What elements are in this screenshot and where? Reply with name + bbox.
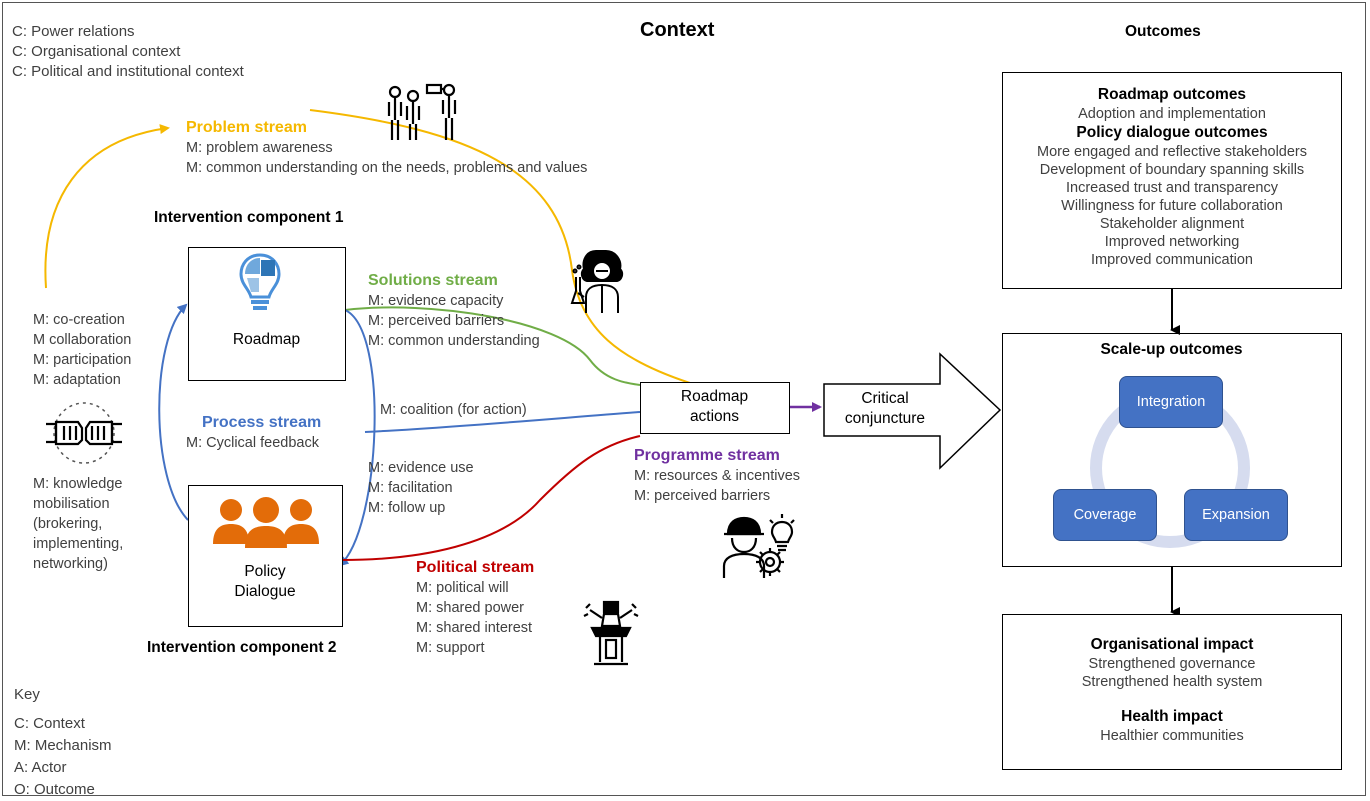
context-item: C: Political and institutional context xyxy=(12,63,244,80)
programme-stream: Programme stream M: resources & incentiv… xyxy=(634,446,800,506)
organisational-impact-item: Strengthened health system xyxy=(1081,674,1263,690)
key-item: A: Actor xyxy=(14,759,67,776)
roadmap-actions-line1: Roadmap xyxy=(680,388,749,405)
evidence-item: M: follow up xyxy=(368,500,446,516)
policy-label-1: Policy xyxy=(244,563,286,580)
knowledge-item: mobilisation xyxy=(33,496,110,512)
process-stream-title: Process stream xyxy=(202,414,322,431)
knowledge-item: M: knowledge xyxy=(33,476,123,492)
outcomes-title: Outcomes xyxy=(1125,23,1201,40)
mechanism-item: M: adaptation xyxy=(33,372,121,388)
key-item: O: Outcome xyxy=(14,781,95,798)
critical-label-1: Critical xyxy=(861,390,909,407)
evidence-item: M: facilitation xyxy=(368,480,453,496)
scientist-icon xyxy=(570,250,624,313)
policy-outcome-item: Stakeholder alignment xyxy=(1099,216,1245,232)
integration-node: Integration xyxy=(1119,376,1223,428)
solutions-item: M: common understanding xyxy=(368,333,540,349)
coalition-label: M: coalition (for action) xyxy=(380,402,527,418)
problem-stream: Problem stream M: problem awareness M: c… xyxy=(186,118,587,178)
problem-item: M: problem awareness xyxy=(186,140,333,156)
mechanism-item: M: co-creation xyxy=(33,312,125,328)
knowledge-item: implementing, xyxy=(33,536,124,552)
lightbulb-puzzle-icon xyxy=(239,253,281,310)
roadmap-actions-line2: actions xyxy=(689,408,740,425)
context-title: Context xyxy=(640,19,715,41)
roadmap-outcomes-box: Roadmap outcomes Adoption and implementa… xyxy=(1002,72,1342,289)
political-item: M: shared power xyxy=(416,600,524,616)
political-item: M: shared interest xyxy=(416,620,533,636)
component2-title: Intervention component 2 xyxy=(147,639,337,656)
programme-item: M: resources & incentives xyxy=(634,468,801,484)
context-list: C: Power relations C: Organisational con… xyxy=(12,22,244,82)
component1-title: Intervention component 1 xyxy=(154,209,344,226)
policy-dialogue-box: Policy Dialogue xyxy=(188,485,343,627)
mechanism-item: M collaboration xyxy=(33,332,132,348)
health-impact-head: Health impact xyxy=(1121,708,1223,725)
expansion-node: Expansion xyxy=(1184,489,1288,541)
knowledge-item: (brokering, xyxy=(33,516,103,532)
context-item: C: Organisational context xyxy=(12,43,181,60)
organisational-impact-head: Organisational impact xyxy=(1090,636,1254,653)
evidence-item: M: evidence use xyxy=(368,460,474,476)
left-mechanisms: M: co-creation M collaboration M: partic… xyxy=(33,310,131,390)
key-item: M: Mechanism xyxy=(14,737,112,754)
scale-up-title: Scale-up outcomes xyxy=(1100,341,1243,358)
political-stream: Political stream M: political will M: sh… xyxy=(416,558,534,658)
impact-box: Organisational impact Strengthened gover… xyxy=(1002,614,1342,770)
policy-label-2: Dialogue xyxy=(234,583,296,600)
evidence-mechanisms: M: evidence use M: facilitation M: follo… xyxy=(368,458,474,518)
speaker-podium-icon xyxy=(583,600,639,666)
organisational-impact-item: Strengthened governance xyxy=(1088,656,1256,672)
solutions-item: M: perceived barriers xyxy=(368,313,505,329)
roadmap-label: Roadmap xyxy=(232,331,301,348)
fist-bump-icon xyxy=(46,402,122,464)
worker-gear-icon xyxy=(722,514,795,578)
context-item: C: Power relations xyxy=(12,23,135,40)
problem-item: M: common understanding on the needs, pr… xyxy=(186,160,588,176)
roadmap-outcome-item: Adoption and implementation xyxy=(1078,106,1266,122)
policy-outcome-item: Development of boundary spanning skills xyxy=(1039,162,1305,178)
health-impact-item: Healthier communities xyxy=(1100,728,1244,744)
critical-label-2: conjuncture xyxy=(844,410,926,427)
key-list: C: Context M: Mechanism A: Actor O: Outc… xyxy=(14,713,112,801)
group-people-icon xyxy=(213,497,319,548)
solutions-stream-title: Solutions stream xyxy=(368,272,498,289)
policy-outcome-item: More engaged and reflective stakeholders xyxy=(1036,144,1308,160)
process-item: M: Cyclical feedback xyxy=(186,435,319,451)
policy-outcome-item: Willingness for future collaboration xyxy=(1061,198,1283,214)
knowledge-mobilisation: M: knowledge mobilisation (brokering, im… xyxy=(33,474,123,574)
programme-item: M: perceived barriers xyxy=(634,488,771,504)
roadmap-outcomes-head: Roadmap outcomes xyxy=(1097,86,1247,103)
political-item: M: support xyxy=(416,640,485,656)
policy-dialogue-outcomes-head: Policy dialogue outcomes xyxy=(1076,124,1268,141)
policy-outcome-item: Increased trust and transparency xyxy=(1066,180,1278,196)
mechanism-item: M: participation xyxy=(33,352,132,368)
key-title: Key xyxy=(14,686,40,703)
coverage-node: Coverage xyxy=(1053,489,1157,541)
key-item: C: Context xyxy=(14,715,85,732)
programme-stream-title: Programme stream xyxy=(634,447,780,464)
scale-up-box: Scale-up outcomes xyxy=(1002,333,1342,567)
political-item: M: political will xyxy=(416,580,509,596)
solutions-item: M: evidence capacity xyxy=(368,293,504,309)
roadmap-actions-box: Roadmap actions xyxy=(640,382,790,434)
political-stream-title: Political stream xyxy=(416,559,535,576)
knowledge-item: networking) xyxy=(33,556,108,572)
process-stream: Process stream M: Cyclical feedback xyxy=(186,413,321,453)
policy-outcome-item: Improved communication xyxy=(1091,252,1253,268)
solutions-stream: Solutions stream M: evidence capacity M:… xyxy=(368,271,540,351)
problem-stream-title: Problem stream xyxy=(186,119,307,136)
roadmap-box: Roadmap xyxy=(188,247,346,381)
policy-outcome-item: Improved networking xyxy=(1104,234,1240,250)
people-binoculars-icon xyxy=(387,83,457,140)
